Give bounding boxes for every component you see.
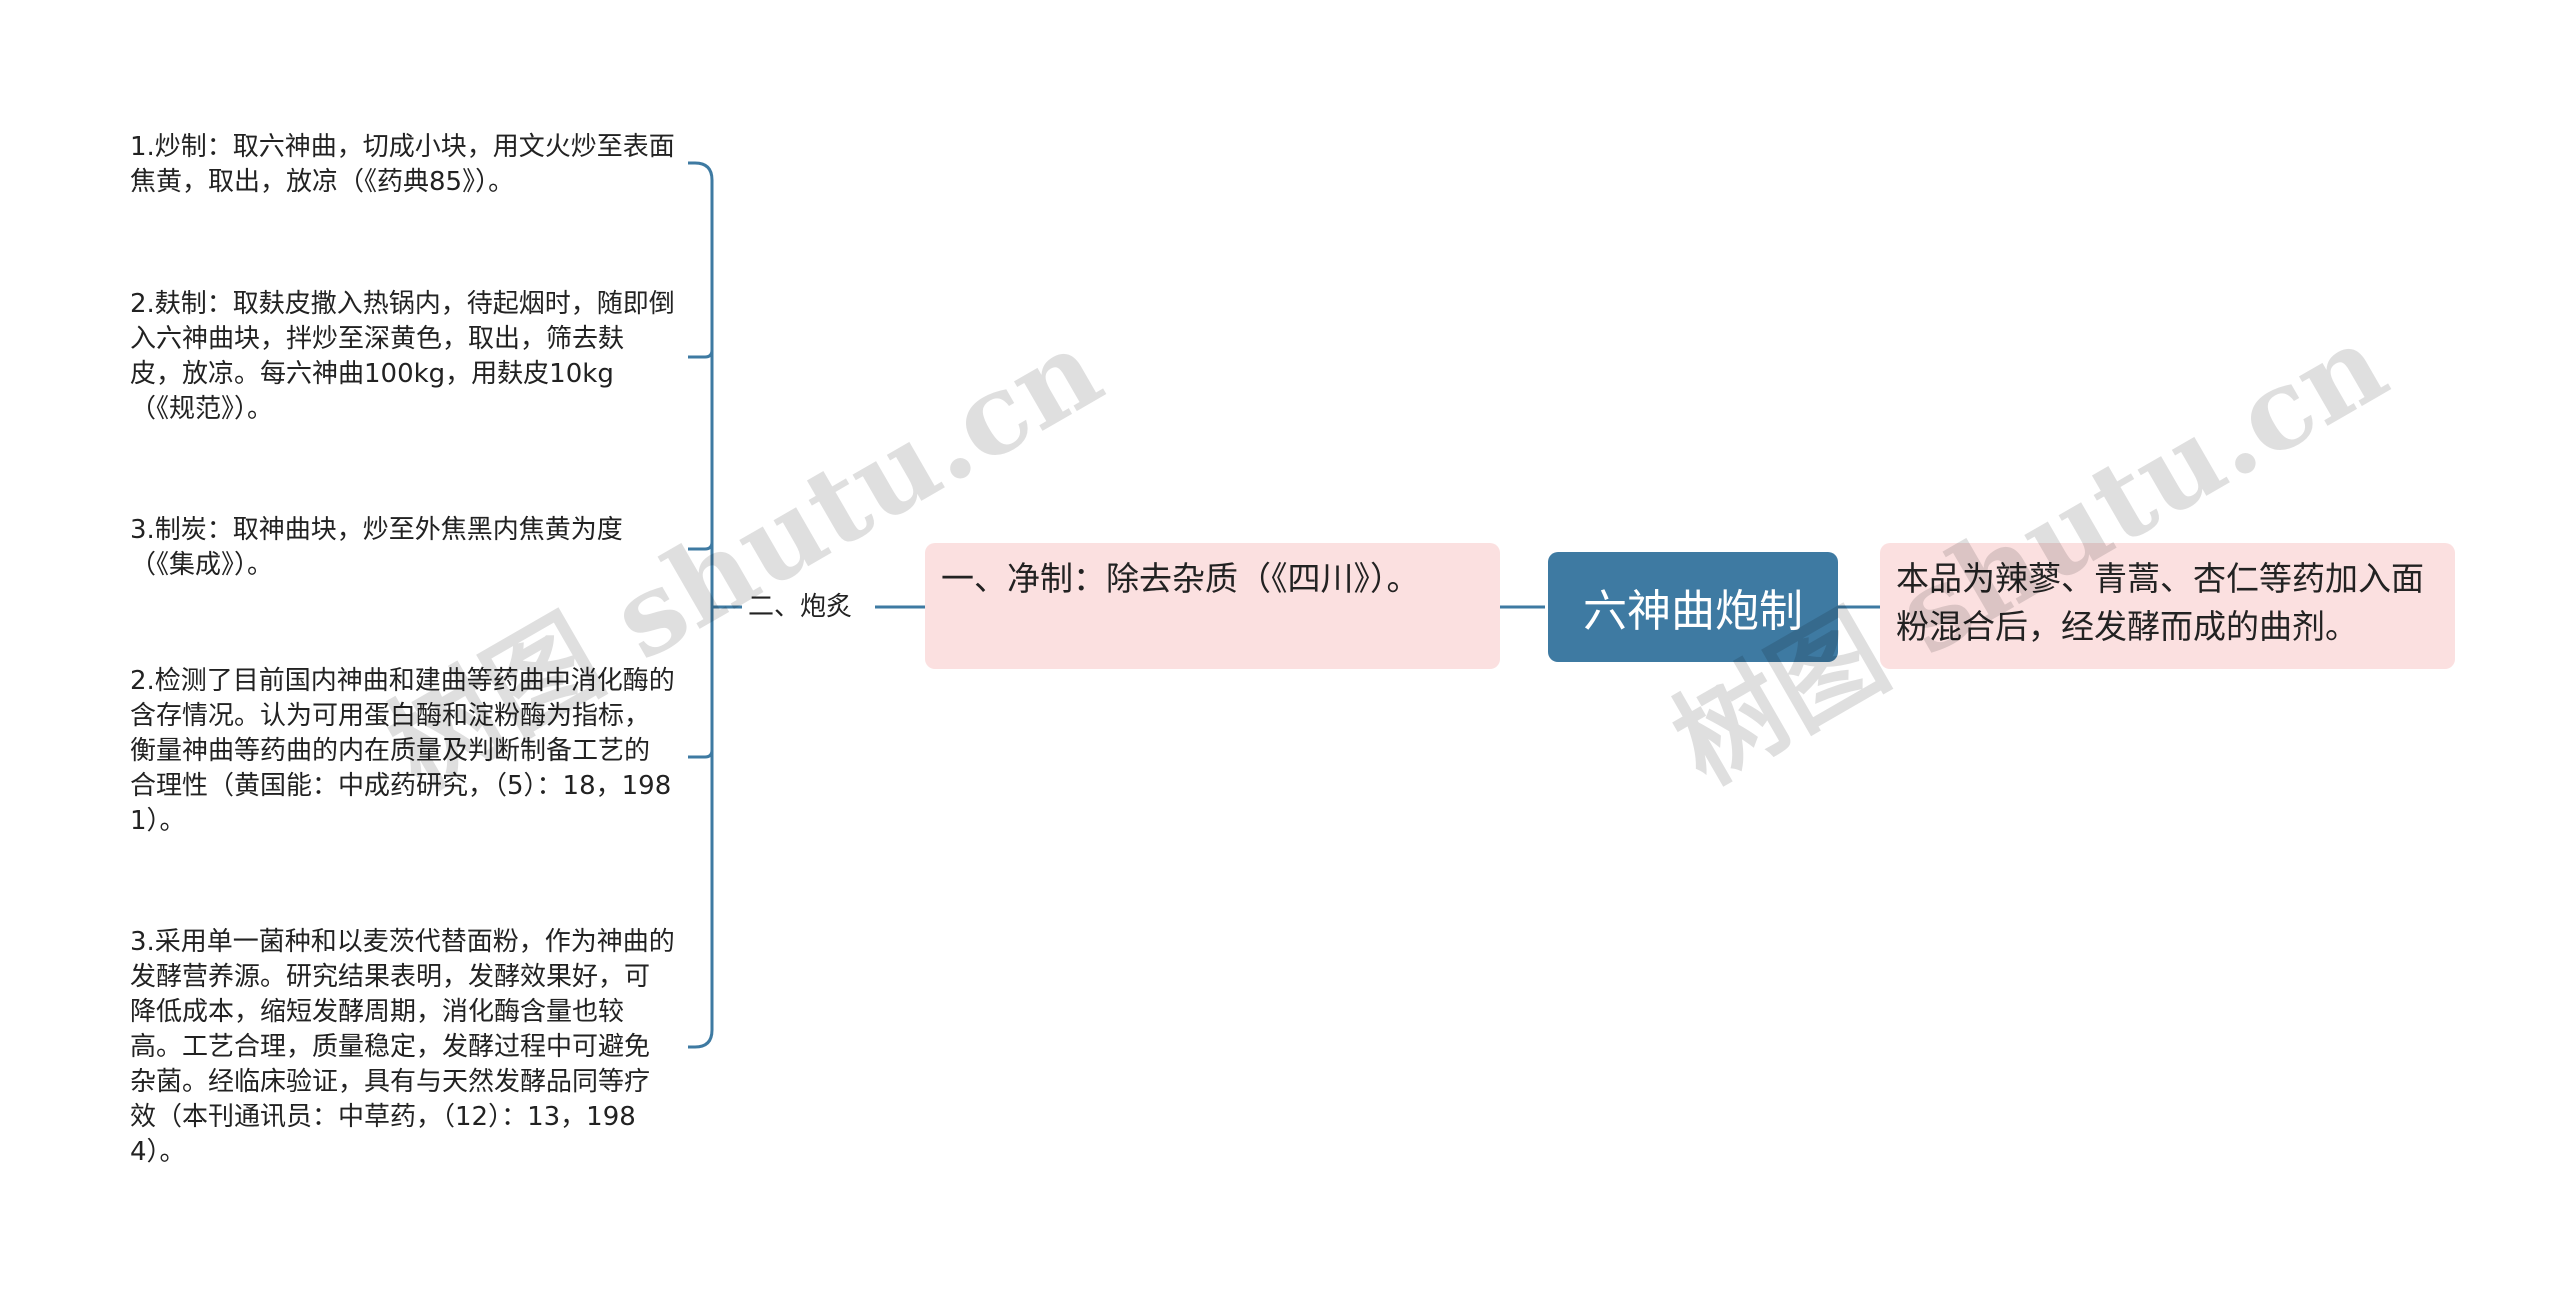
branch-processing-label: 二、炮炙 <box>748 592 853 622</box>
definition-node: 本品为辣蓼、青蒿、杏仁等药加入面粉混合后，经发酵而成的曲剂。 <box>1880 543 2455 669</box>
bracket-bottom-hook <box>688 1029 714 1049</box>
bracket-tick-3 <box>688 541 714 551</box>
leaf-stir-fry: 1.炒制：取六神曲，切成小块，用文火炒至表面焦黄，取出，放凉（《药典85》）。 <box>130 132 675 197</box>
leaf-enzyme-study: 2.检测了目前国内神曲和建曲等药曲中消化酶的含存情况。认为可用蛋白酶和淀粉酶为指… <box>130 666 675 836</box>
bracket-tick-4 <box>688 749 714 759</box>
leaf-bran-fry: 2.麸制：取麸皮撒入热锅内，待起烟时，随即倒入六神曲块，拌炒至深黄色，取出，筛去… <box>130 289 675 424</box>
leaf-single-strain: 3.采用单一菌种和以麦茨代替面粉，作为神曲的发酵营养源。研究结果表明，发酵效果好… <box>130 927 675 1167</box>
root-title: 六神曲炮制 <box>1583 586 1803 637</box>
bracket-top-hook <box>688 161 714 181</box>
leaf-charcoal: 3.制炭：取神曲块，炒至外焦黑内焦黄为度（《集成》）。 <box>130 515 623 580</box>
bracket-tick-2 <box>688 349 714 359</box>
branch-cleaning-node: 一、净制：除去杂质（《四川》）。 <box>925 543 1500 669</box>
root-node: 六神曲炮制 <box>1548 552 1838 662</box>
